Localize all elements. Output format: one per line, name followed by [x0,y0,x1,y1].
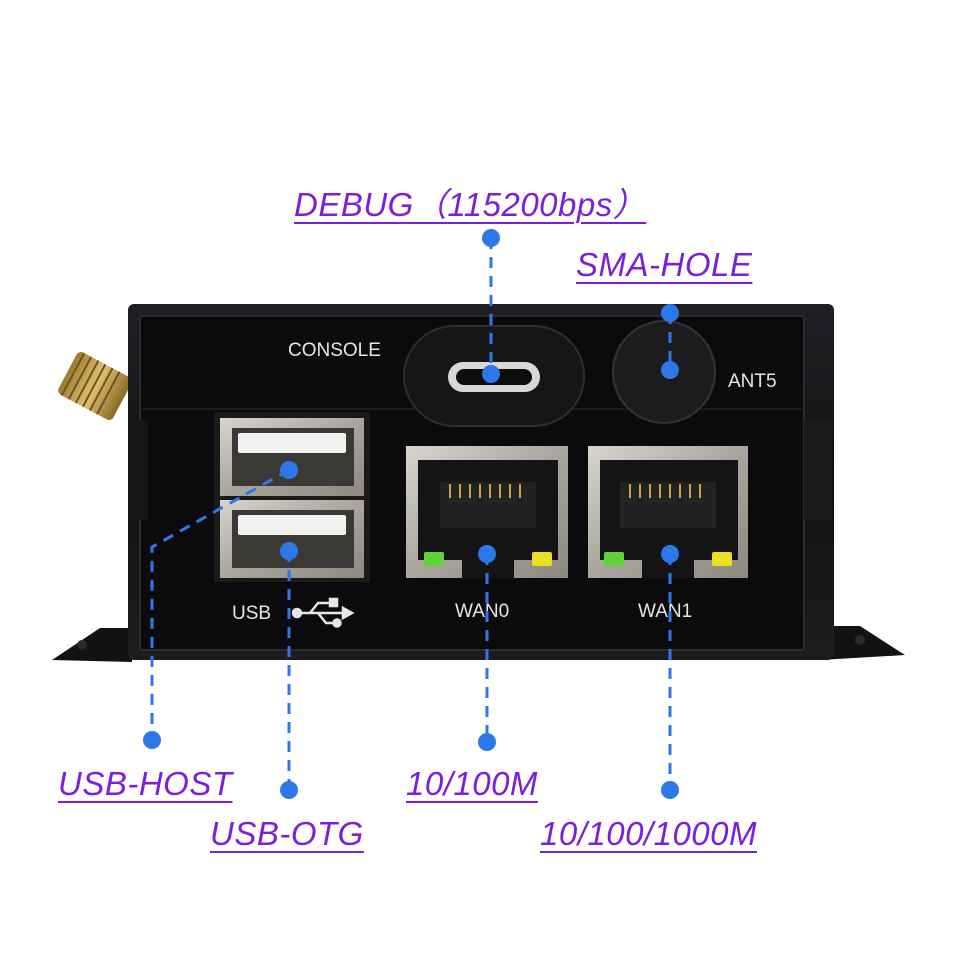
wan1-speed-callout: 10/100/1000M [540,815,758,852]
debug-leader-dot-end [482,365,500,383]
usb-trident-icon [291,597,355,628]
wan1-rj45-port [588,446,748,578]
usb-otg-dot-label [280,781,298,799]
sma-antenna-connector [58,352,132,420]
usb-otg-callout: USB-OTG [210,815,364,852]
ant5-label: ANT5 [728,371,777,392]
wan1-dot-port [661,545,679,563]
mounting-flange-left [52,628,132,662]
wan0-dot-port [478,545,496,563]
usb-host-dot-label [143,731,161,749]
sma-leader-dot-top [661,304,679,322]
debug-callout: DEBUG（115200bps） [294,186,647,223]
debug-leader-dot-top [482,229,500,247]
sma-hole-callout: SMA-HOLE [576,246,753,283]
usb-host-leader-line [150,468,290,740]
usb-port-stack [214,412,370,582]
wan0-rj45-port [406,446,568,578]
usb-otg-dot-port [280,542,298,560]
usb-label: USB [232,603,271,624]
usb-host-dot-port [280,461,298,479]
sma-leader-dot-end [661,361,679,379]
wan1-label: WAN1 [638,601,692,622]
console-label: CONSOLE [288,340,381,361]
wan0-dot-label [478,733,496,751]
wan1-dot-label [661,781,679,799]
wan0-label: WAN0 [455,601,509,622]
usb-host-callout: USB-HOST [58,765,233,802]
wan0-speed-callout: 10/100M [406,765,538,802]
